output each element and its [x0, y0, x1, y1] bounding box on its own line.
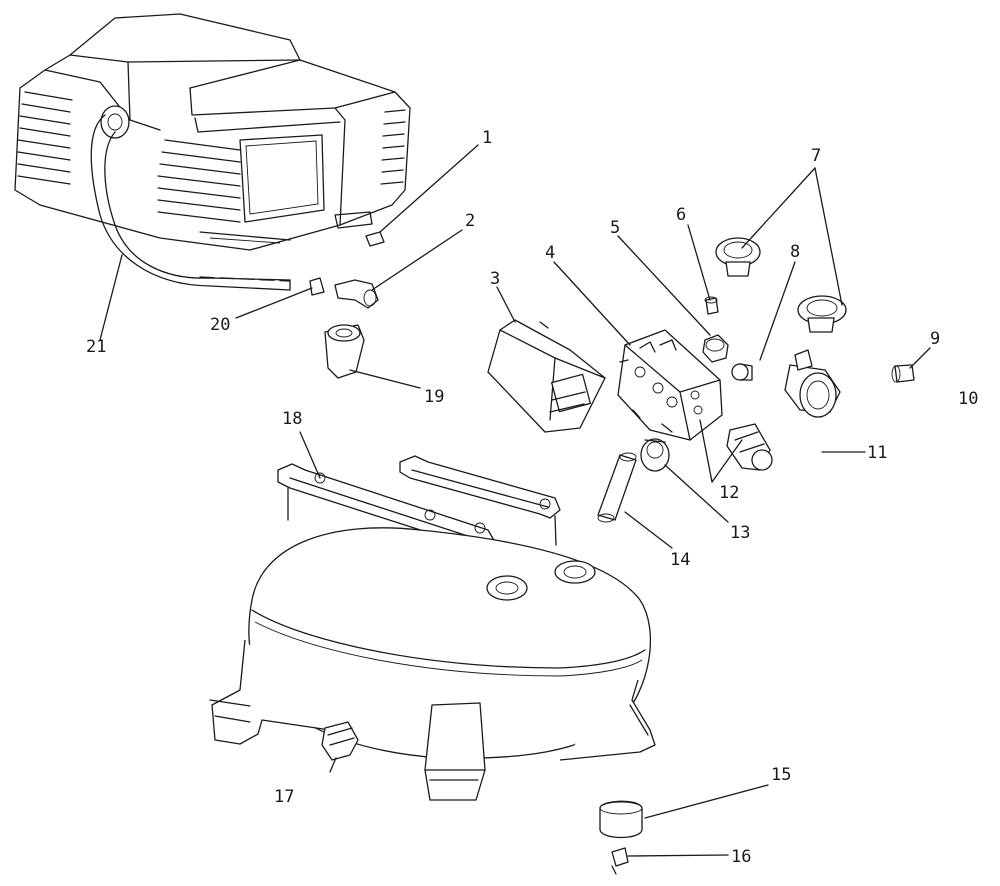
label-20: 20 [210, 315, 230, 335]
label-14: 14 [670, 550, 690, 570]
air-tank [209, 455, 656, 801]
screw-part-1 [365, 231, 385, 247]
label-18: 18 [282, 409, 302, 429]
connector-part-19 [324, 324, 365, 379]
label-8: 8 [790, 242, 800, 262]
label-4: 4 [545, 243, 555, 263]
side-vents-right [380, 109, 406, 185]
fitting-part-5 [702, 334, 729, 363]
label-9: 9 [930, 329, 940, 349]
label-2: 2 [465, 211, 475, 231]
label-17: 17 [274, 787, 294, 807]
label-13: 13 [730, 523, 750, 543]
ring-part-8 [731, 363, 753, 381]
fitting-part-16 [611, 847, 629, 875]
motor-shroud [14, 13, 411, 251]
drain-valve-part-17 [321, 721, 359, 761]
coupler-part-12 [726, 423, 773, 471]
nipple-part-6 [704, 296, 719, 315]
pressure-switch-cover-part-3 [487, 319, 606, 433]
cap-part-15 [599, 800, 643, 839]
fitting-part-20 [309, 277, 325, 296]
manifold-block-part-4 [617, 329, 723, 441]
elbow-fitting-part-2 [334, 279, 379, 309]
label-6: 6 [676, 205, 686, 225]
check-valve-part-13 [640, 438, 670, 472]
label-1: 1 [482, 128, 492, 148]
gauge-part-7-lower [797, 295, 847, 333]
regulator-part-10 [784, 349, 841, 418]
label-15: 15 [771, 765, 791, 785]
gauge-part-7-upper [715, 237, 761, 277]
label-21: 21 [86, 337, 106, 357]
plug-part-9 [891, 364, 915, 383]
side-vents-left [17, 91, 73, 185]
hose-part-21 [90, 114, 291, 291]
tube-part-14 [597, 452, 637, 523]
label-16: 16 [731, 847, 751, 867]
label-10: 10 [958, 389, 978, 409]
front-vents [157, 139, 291, 244]
label-12: 12 [719, 483, 739, 503]
label-5: 5 [610, 218, 620, 238]
leader-lines [99, 144, 931, 857]
label-7: 7 [811, 146, 821, 166]
label-19: 19 [424, 387, 444, 407]
part-number-labels: 1 2 3 4 5 6 7 8 9 10 11 12 13 14 15 16 1… [86, 128, 978, 867]
label-11: 11 [867, 443, 887, 463]
label-3: 3 [490, 269, 500, 289]
